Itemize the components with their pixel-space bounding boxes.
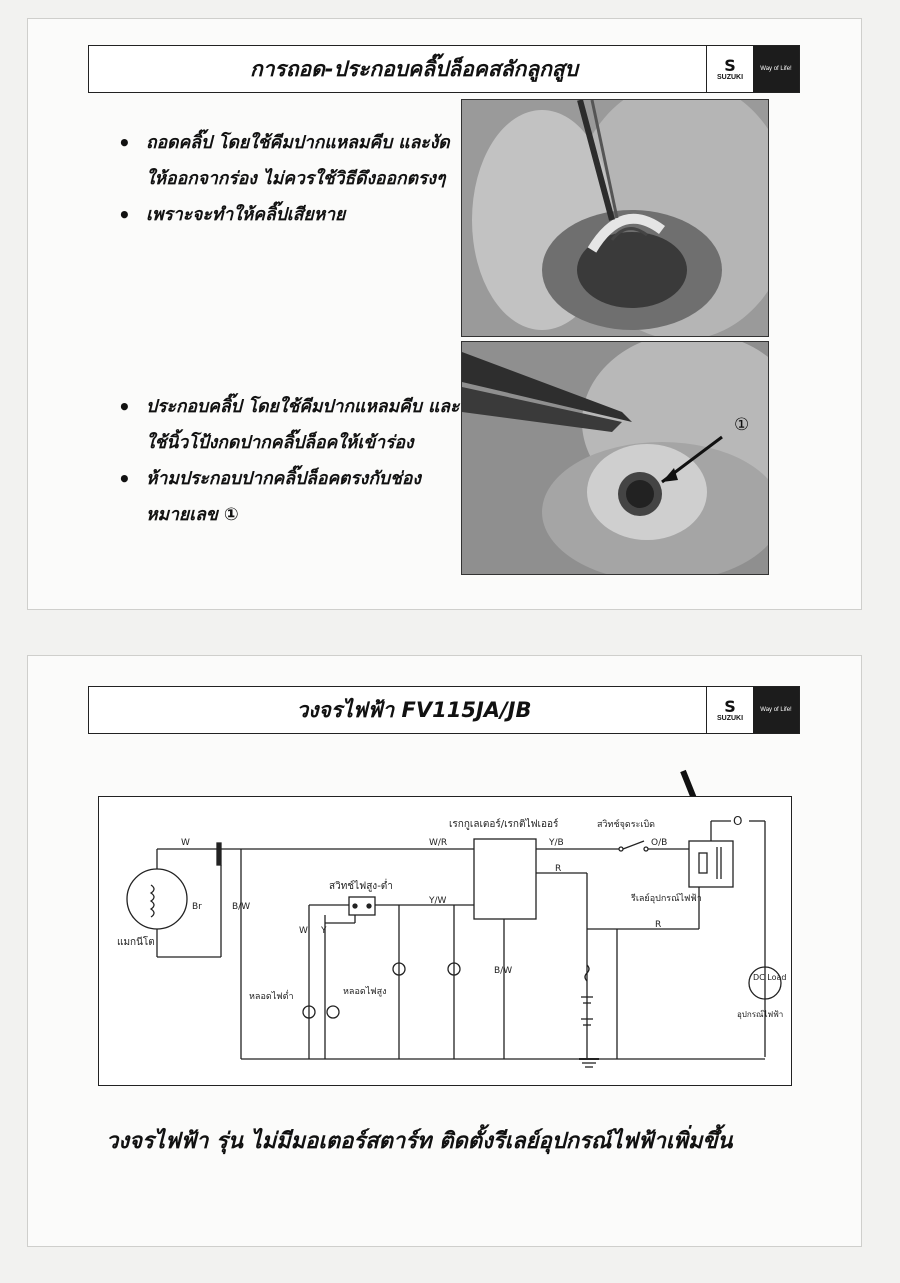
label-wire-yw: Y/W: [428, 896, 447, 906]
label-relay: รีเลย์อุปกรณ์ไฟฟ้า: [631, 892, 702, 904]
label-wire-w: W: [181, 838, 190, 848]
photo-clip-removal-illustration: [462, 100, 768, 336]
logo-tagline: Way of Life!: [753, 46, 799, 92]
logo-tagline: Way of Life!: [753, 687, 799, 733]
bullet-item: ห้ามประกอบปากคลิ๊ปล็อคตรงกับช่องหมายเลข …: [118, 461, 463, 533]
label-accessory: อุปกรณ์ไฟฟ้า: [737, 1009, 783, 1019]
bullet-item-continued: เพราะจะทำให้คลิ๊ปเสียหาย: [118, 197, 463, 233]
slide-title: การถอด-ประกอบคลิ๊ปล็อคสลักลูกสูบ: [88, 45, 740, 93]
label-wire-bw: B/W: [232, 902, 250, 912]
slide-piston-clip: การถอด-ประกอบคลิ๊ปล็อคสลักลูกสูบ S SUZUK…: [27, 18, 862, 610]
bullet-list-remove: ถอดคลิ๊ป โดยใช้คีมปากแหลมคีบ และงัดให้ออ…: [118, 125, 463, 233]
bullet-item: ประกอบคลิ๊ป โดยใช้คีมปากแหลมคีบ และใช้นิ…: [118, 389, 463, 461]
bullet-item: ถอดคลิ๊ป โดยใช้คีมปากแหลมคีบ และงัดให้ออ…: [118, 125, 463, 197]
label-wire-o: O: [733, 814, 742, 828]
diagram-caption: วงจรไฟฟ้า รุ่น ไม่มีมอเตอร์สตาร์ท ติดตั้…: [106, 1129, 733, 1154]
label-low-lamp: หลอดไฟต่ำ: [249, 989, 294, 1002]
label-regulator: เรกกูเลเตอร์/เรกติไฟเออร์: [449, 818, 559, 830]
label-hilo-switch: สวิทช์ไฟสูง-ต่ำ: [329, 878, 393, 892]
bullet-list-install: ประกอบคลิ๊ป โดยใช้คีมปากแหลมคีบ และใช้นิ…: [118, 389, 463, 533]
label-wire-yb: Y/B: [548, 838, 564, 848]
label-magneto: แมกนีโต: [117, 935, 155, 948]
label-wire-r1: R: [555, 864, 561, 874]
label-wire-ob: O/B: [651, 838, 667, 848]
magneto-coil: [126, 868, 188, 930]
slide-title: วงจรไฟฟ้า FV115JA/JB: [88, 686, 740, 734]
label-wire-y2: Y: [320, 926, 327, 936]
suzuki-s-icon: S: [724, 696, 736, 716]
label-wire-wr: W/R: [429, 838, 447, 848]
label-dc-load: DC Load: [753, 973, 786, 982]
suzuki-s-icon: S: [724, 55, 736, 75]
suzuki-logo: S SUZUKI Way of Life!: [706, 686, 800, 734]
wiring-diagram: แมกนีโต เรกกูเลเตอร์/เรกติไฟเออร์ สวิทช์…: [98, 796, 792, 1086]
label-wire-br: Br: [192, 902, 202, 912]
regulator-box: [473, 838, 537, 920]
label-wire-w2: W: [299, 926, 308, 936]
photo-clip-removal: [461, 99, 769, 337]
label-wire-bw2: B/W: [494, 966, 512, 976]
label-wire-r2: R: [655, 920, 661, 930]
dc-load-circle: [748, 966, 782, 1000]
photo-clip-install: ①: [461, 341, 769, 575]
slide-title-text: วงจรไฟฟ้า FV115JA/JB: [296, 697, 532, 722]
bullet-text: เพราะจะทำให้คลิ๊ปเสียหาย: [146, 205, 346, 225]
relay-box: [688, 840, 734, 888]
slide-wiring: วงจรไฟฟ้า FV115JA/JB S SUZUKI Way of Lif…: [27, 655, 862, 1247]
label-main-switch: สวิทช์จุดระเบิด: [597, 818, 655, 830]
suzuki-logo: S SUZUKI Way of Life!: [706, 45, 800, 93]
photo-marker-number: ①: [734, 415, 749, 435]
wiring-diagram-svg: แมกนีโต เรกกูเลเตอร์/เรกติไฟเออร์ สวิทช์…: [117, 814, 786, 1068]
slide-title-text: การถอด-ประกอบคลิ๊ปล็อคสลักลูกสูบ: [250, 56, 578, 81]
label-high-lamp: หลอดไฟสูง: [343, 986, 386, 997]
logo-brand: SUZUKI: [716, 714, 744, 722]
photo-clip-install-illustration: ①: [462, 342, 768, 574]
logo-brand: SUZUKI: [716, 73, 744, 81]
